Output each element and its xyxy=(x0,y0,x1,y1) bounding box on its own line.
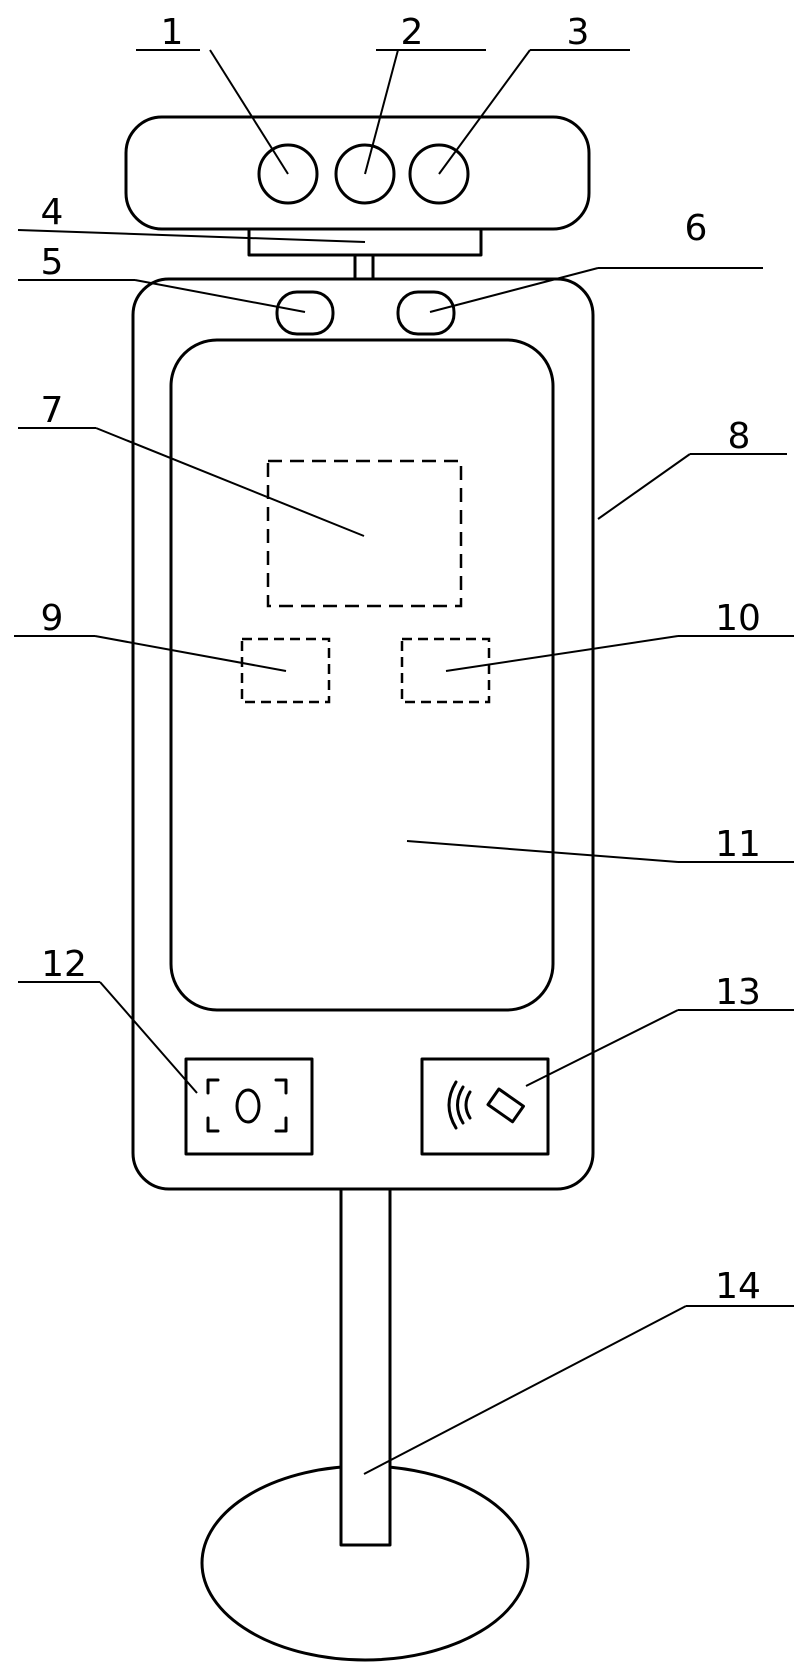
leader-lines xyxy=(14,49,794,1475)
stand xyxy=(200,1187,530,1662)
labels: 1 2 3 4 5 6 7 8 9 10 11 12 13 14 xyxy=(41,12,761,1307)
label-3: 3 xyxy=(567,12,590,53)
module-10 xyxy=(400,637,491,704)
stand-pole xyxy=(339,1187,392,1547)
mount-bracket xyxy=(247,227,483,281)
camera-lens-3 xyxy=(408,143,470,205)
camera-lens-2 xyxy=(334,143,396,205)
label-2: 2 xyxy=(401,12,424,53)
module-7 xyxy=(266,459,463,608)
body-frame xyxy=(131,277,595,1191)
label-4: 4 xyxy=(41,192,64,233)
label-13: 13 xyxy=(715,972,761,1013)
label-9: 9 xyxy=(41,598,64,639)
label-6: 6 xyxy=(685,208,708,249)
sensor-right xyxy=(396,290,456,336)
label-7: 7 xyxy=(41,390,64,431)
nfc-card-reader-icon xyxy=(447,1080,525,1130)
label-11: 11 xyxy=(715,824,761,865)
camera-housing xyxy=(124,115,591,231)
display-screen xyxy=(169,338,555,1012)
nfc-unit xyxy=(420,1057,550,1156)
camera-module xyxy=(124,115,591,231)
bracket-neck xyxy=(353,253,375,281)
scanner-frame xyxy=(184,1057,314,1156)
nfc-frame xyxy=(420,1057,550,1156)
scanner-unit xyxy=(184,1057,314,1156)
label-14: 14 xyxy=(715,1266,761,1307)
module-9 xyxy=(240,637,331,704)
sensor-left xyxy=(275,290,335,336)
camera-lens-1 xyxy=(257,143,319,205)
label-10: 10 xyxy=(715,598,761,639)
fingerprint-scanner-icon xyxy=(206,1078,288,1133)
label-5: 5 xyxy=(41,242,64,283)
label-12: 12 xyxy=(41,944,87,985)
terminal-body xyxy=(131,277,595,1191)
label-1: 1 xyxy=(161,12,184,53)
label-8: 8 xyxy=(728,416,751,457)
